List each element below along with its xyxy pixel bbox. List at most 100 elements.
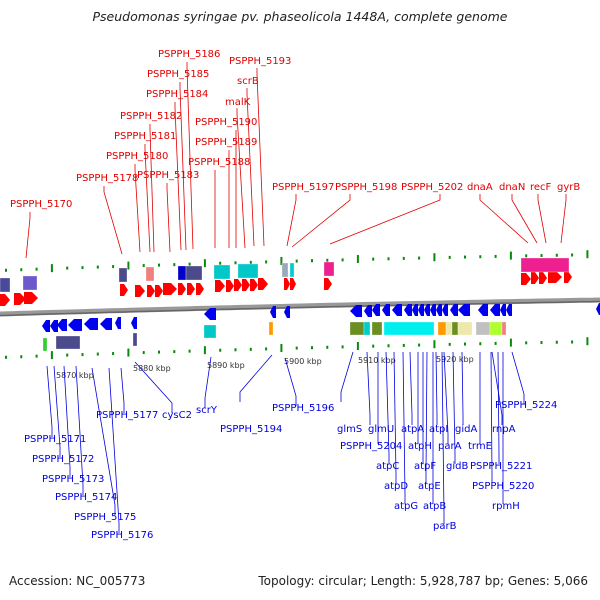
gene-label[interactable]: atpC [376, 461, 399, 472]
gene-label[interactable]: malK [225, 97, 251, 108]
label-leader-line [108, 367, 120, 533]
gene-label[interactable]: PSPPH_5221 [470, 461, 532, 472]
gene-label[interactable]: PSPPH_5178 [76, 173, 138, 184]
gene-label[interactable]: PSPPH_5204 [340, 441, 402, 452]
gene-label[interactable]: PSPPH_5197 [272, 182, 334, 193]
forward-gene [290, 278, 296, 290]
minor-tick [188, 349, 191, 353]
minor-tick [372, 257, 375, 261]
gene-label[interactable]: gidA [455, 424, 477, 435]
forward-gene-class-box [22, 275, 38, 291]
minor-tick [20, 268, 23, 272]
gene-label[interactable]: gyrB [557, 182, 580, 193]
label-leader-line [25, 212, 31, 259]
minor-tick [35, 267, 38, 271]
gene-label[interactable]: recF [530, 182, 552, 193]
minor-tick [173, 263, 176, 267]
minor-tick [326, 258, 329, 262]
gene-label[interactable]: rpmH [492, 501, 520, 512]
gene-label[interactable]: PSPPH_5182 [120, 111, 182, 122]
minor-tick [479, 255, 482, 259]
reverse-gene [42, 320, 50, 332]
minor-tick [219, 261, 222, 265]
gene-label[interactable]: scrB [237, 76, 259, 87]
gene-label[interactable]: PSPPH_5189 [195, 137, 257, 148]
reverse-gene [500, 304, 506, 316]
gene-label[interactable]: rnpA [492, 424, 516, 435]
gene-label[interactable]: dnaA [467, 182, 493, 193]
gene-label[interactable]: PSPPH_5175 [74, 512, 136, 523]
forward-gene [548, 271, 562, 283]
gene-label[interactable]: PSPPH_5224 [495, 400, 557, 411]
label-leader-line [246, 88, 255, 247]
gene-label[interactable]: PSPPH_5196 [272, 403, 334, 414]
reverse-gene [450, 304, 458, 316]
minor-tick [158, 263, 160, 267]
gene-label[interactable]: atpE [418, 481, 441, 492]
gene-label[interactable]: parA [438, 441, 462, 452]
forward-gene [250, 279, 258, 291]
gene-label[interactable]: PSPPH_5193 [229, 56, 291, 67]
label-leader-line [134, 164, 141, 253]
gene-label[interactable]: atpG [394, 501, 418, 512]
gene-label[interactable]: atpI [429, 424, 448, 435]
reverse-gene [418, 304, 424, 316]
reverse-gene [270, 306, 276, 318]
forward-gene [258, 278, 268, 290]
backbone-line [0, 297, 600, 317]
gene-label[interactable]: PSPPH_5188 [188, 157, 250, 168]
gene-label[interactable]: PSPPH_5220 [472, 481, 534, 492]
gene-label[interactable]: PSPPH_5173 [42, 474, 104, 485]
minor-tick [234, 348, 237, 352]
reverse-gene-class-box [383, 321, 435, 336]
gene-label[interactable]: PSPPH_5177 [96, 410, 158, 421]
gene-label[interactable]: PSPPH_5194 [220, 424, 282, 435]
gene-label[interactable]: glmS [337, 424, 362, 435]
gene-label[interactable]: atpA [401, 424, 424, 435]
gene-label[interactable]: PSPPH_5171 [24, 434, 86, 445]
forward-gene-class-box [520, 257, 570, 273]
label-leader-line [284, 357, 297, 406]
gene-label[interactable]: atpH [408, 441, 432, 452]
gene-label[interactable]: parB [433, 521, 457, 532]
reverse-gene-class-box [437, 321, 447, 336]
gene-label[interactable]: PSPPH_5170 [10, 199, 72, 210]
gene-label[interactable]: trmE [468, 441, 492, 452]
forward-gene [324, 278, 332, 290]
gene-label[interactable]: dnaN [499, 182, 525, 193]
major-tick [203, 346, 206, 355]
gene-label[interactable]: atpB [423, 501, 446, 512]
reverse-gene [490, 304, 500, 316]
major-tick [280, 344, 283, 353]
gene-label[interactable]: PSPPH_5185 [147, 69, 209, 80]
reverse-gene [436, 304, 442, 316]
forward-gene [24, 292, 38, 304]
gene-label[interactable]: PSPPH_5181 [114, 131, 176, 142]
gene-label[interactable]: PSPPH_5184 [146, 89, 208, 100]
minor-tick [81, 266, 84, 270]
gene-label[interactable]: PSPPH_5180 [106, 151, 168, 162]
gene-label[interactable]: PSPPH_5176 [91, 530, 153, 541]
minor-tick [525, 341, 528, 345]
reverse-gene [478, 304, 488, 316]
gene-label[interactable]: PSPPH_5174 [55, 492, 117, 503]
gene-label[interactable]: scrY [196, 405, 218, 416]
minor-tick [326, 345, 329, 349]
gene-label[interactable]: gidB [446, 461, 468, 472]
gene-label[interactable]: cysC2 [162, 410, 192, 421]
gene-label[interactable]: atpD [384, 481, 408, 492]
gene-label[interactable]: atpF [414, 461, 436, 472]
minor-tick [402, 343, 405, 347]
minor-tick [173, 350, 176, 354]
gene-label[interactable]: PSPPH_5172 [32, 454, 94, 465]
gene-label[interactable]: PSPPH_5190 [195, 117, 257, 128]
reverse-gene [412, 304, 418, 316]
minor-tick [448, 342, 451, 346]
gene-label[interactable]: glmU [368, 424, 394, 435]
gene-label[interactable]: PSPPH_5183 [137, 170, 199, 181]
gene-label[interactable]: PSPPH_5186 [158, 49, 220, 60]
reverse-gene [596, 303, 600, 315]
gene-label[interactable]: PSPPH_5198 [335, 182, 397, 193]
gene-label[interactable]: PSPPH_5202 [401, 182, 463, 193]
